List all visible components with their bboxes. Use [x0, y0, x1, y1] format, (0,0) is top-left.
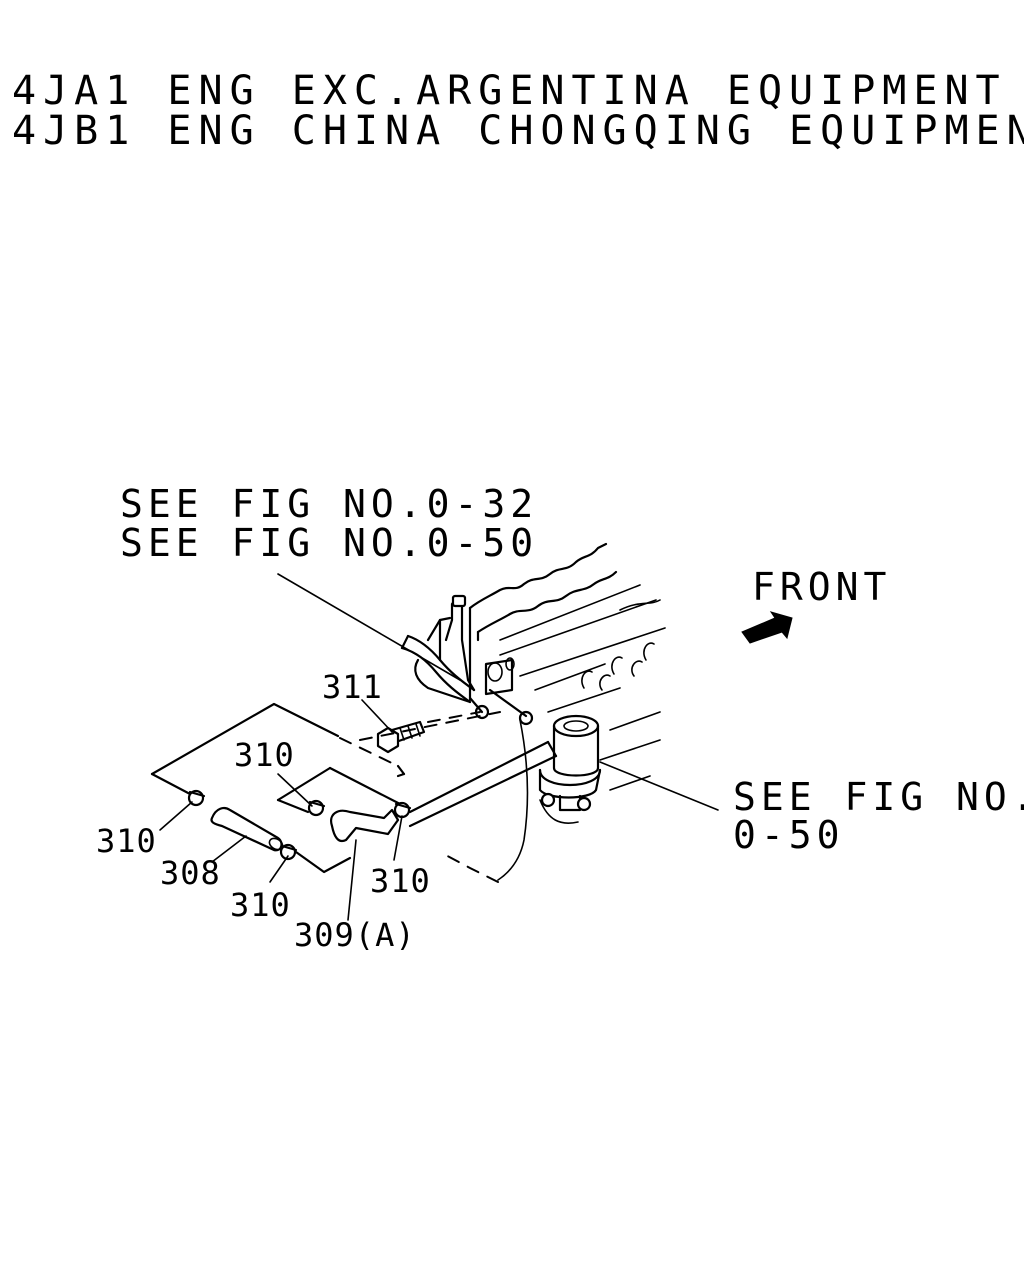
- part-number-310-bottom: 310: [230, 886, 291, 924]
- hose-309a: [330, 808, 400, 843]
- hose-308: [210, 807, 284, 852]
- clamp-310-right: [393, 801, 412, 819]
- leader-see-fig-0-32: [277, 573, 461, 681]
- title-line-1: 4JA1 ENG EXC.ARGENTINA EQUIPMENT: [12, 68, 1007, 114]
- assembly-outline: [150, 702, 406, 874]
- part-leaders: [159, 699, 403, 921]
- leader-see-fig-right: [599, 761, 719, 811]
- vacuum-pump-component: [538, 714, 602, 812]
- part-number-308: 308: [160, 854, 221, 892]
- part-number-309a: 309(A): [294, 916, 416, 954]
- part-number-310-right: 310: [370, 862, 431, 900]
- see-fig-0-50-label: SEE FIG NO.0-50: [120, 521, 538, 565]
- upper-bracket-pipe: [400, 594, 534, 726]
- part-number-310-left: 310: [96, 822, 157, 860]
- part-number-311: 311: [322, 668, 383, 706]
- engine-block-illustration: [439, 542, 666, 883]
- lower-pipe-run: [359, 711, 558, 828]
- part-number-310-top: 310: [234, 736, 295, 774]
- title-line-2: 4JB1 ENG CHINA CHONGQING EQUIPMENT: [12, 108, 1024, 154]
- see-fig-right-label-2: 0-50: [733, 813, 845, 857]
- bolt-311: [376, 711, 481, 754]
- see-fig-0-32-label: SEE FIG NO.0-32: [120, 482, 538, 526]
- front-arrow-icon: [741, 611, 793, 644]
- see-fig-right-label-1: SEE FIG NO.: [733, 775, 1024, 819]
- clamp-310-top: [307, 799, 326, 817]
- clamp-310-bottom: [279, 843, 298, 861]
- front-direction-label: FRONT: [752, 565, 891, 609]
